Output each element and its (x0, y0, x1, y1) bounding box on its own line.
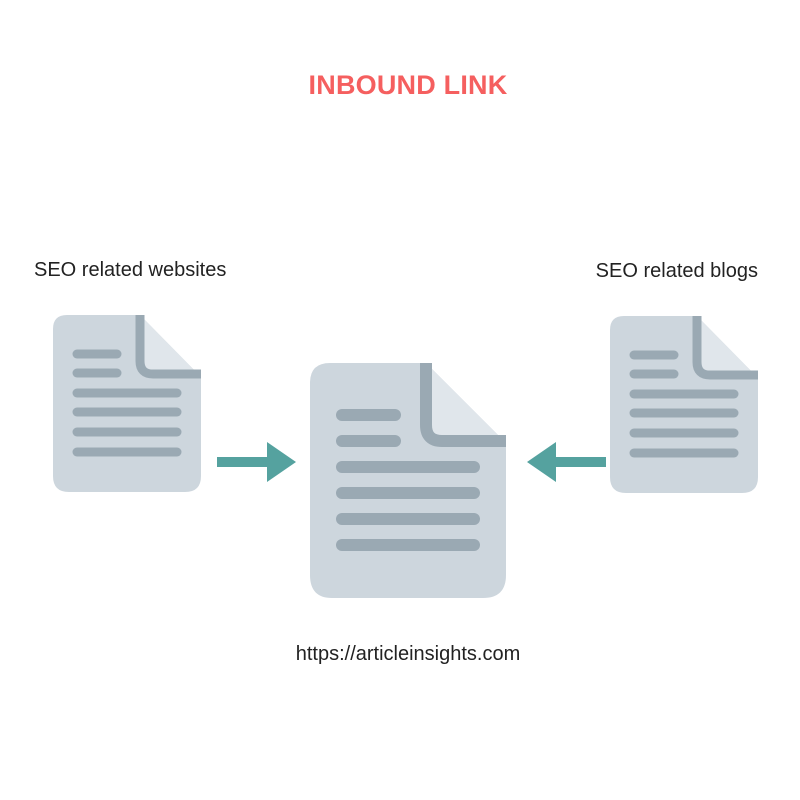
target-site-document-icon (310, 363, 506, 598)
seo-blogs-label: SEO related blogs (595, 260, 758, 282)
arrow-left-icon (527, 442, 606, 482)
seo-websites-document-icon (53, 315, 201, 492)
seo-blogs-document-icon (610, 316, 758, 493)
seo-websites-label: SEO related websites (34, 259, 227, 281)
target-site-url: https://articleinsights.com (295, 643, 521, 665)
diagram-title: INBOUND LINK (308, 70, 508, 100)
arrow-right-icon (217, 442, 296, 482)
